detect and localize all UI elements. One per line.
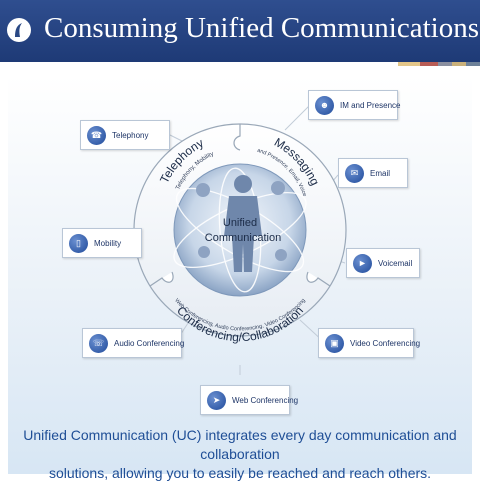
mobile-phone-icon: ▯ [69, 233, 88, 253]
feature-box-email: ✉ Email [338, 158, 408, 188]
person-icon [224, 175, 262, 272]
conference-phone-icon: ☏ [89, 333, 108, 353]
center-label-line1: Unified [223, 217, 257, 229]
accent-stripe [452, 62, 466, 66]
floating-device-icons [196, 181, 287, 261]
envelope-icon: ✉ [345, 163, 364, 183]
accent-stripe [420, 62, 438, 66]
feature-box-voicemail: ► Voicemail [346, 248, 420, 278]
accent-stripe [398, 62, 420, 66]
accent-stripe [466, 62, 480, 66]
logo-icon [7, 18, 31, 42]
person-chat-icon: ☻ [315, 95, 334, 115]
feature-box-im-and-presence: ☻ IM and Presence [308, 90, 400, 120]
title-bar: Consuming Unified Communications [0, 0, 480, 62]
telephone-icon: ☎ [87, 125, 106, 145]
center-label-line2: Communication [205, 232, 281, 244]
accent-stripe [438, 62, 452, 66]
feature-box-mobility: ▯ Mobility [62, 228, 142, 258]
caption: Unified Communication (UC) integrates ev… [0, 426, 480, 483]
page-title: Consuming Unified Communications [44, 12, 479, 44]
feature-box-web-conferencing: ➤ Web Conferencing [200, 385, 298, 415]
feature-box-video-conferencing: ▣ Video Conferencing [318, 328, 420, 358]
caption-line1: Unified Communication (UC) integrates ev… [23, 427, 457, 462]
feature-box-audio-conferencing: ☏ Audio Conferencing [82, 328, 184, 358]
caption-line2: solutions, allowing you to easily be rea… [48, 465, 432, 481]
feature-box-telephony: ☎ Telephony [80, 120, 170, 150]
video-camera-icon: ▣ [325, 333, 344, 353]
puzzle-tabs [149, 124, 331, 287]
voicemail-icon: ► [353, 253, 372, 273]
web-cursor-icon: ➤ [207, 390, 226, 410]
